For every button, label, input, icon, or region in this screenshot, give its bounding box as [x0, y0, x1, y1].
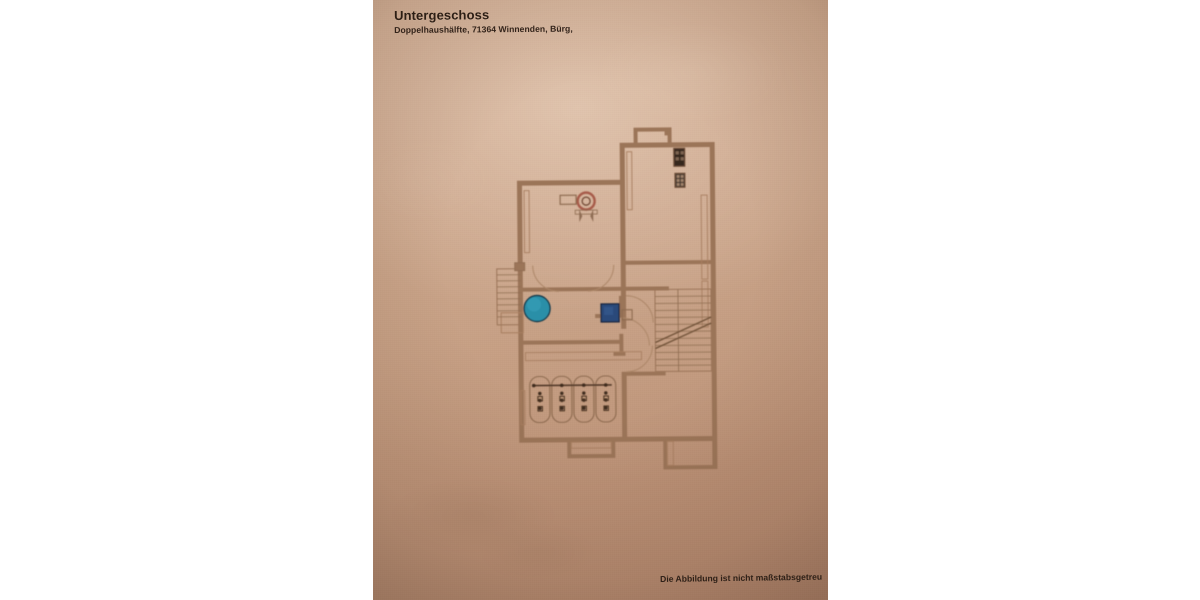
page-subtitle: Doppelhaushälfte, 71364 Winnenden, Bürg, [394, 23, 573, 35]
plan-header: Untergeschoss Doppelhaushälfte, 71364 Wi… [393, 7, 573, 36]
page-title: Untergeschoss [393, 7, 490, 23]
photo-of-floorplan: Untergeschoss Doppelhaushälfte, 71364 Wi… [373, 0, 828, 600]
paper-background [373, 0, 828, 600]
